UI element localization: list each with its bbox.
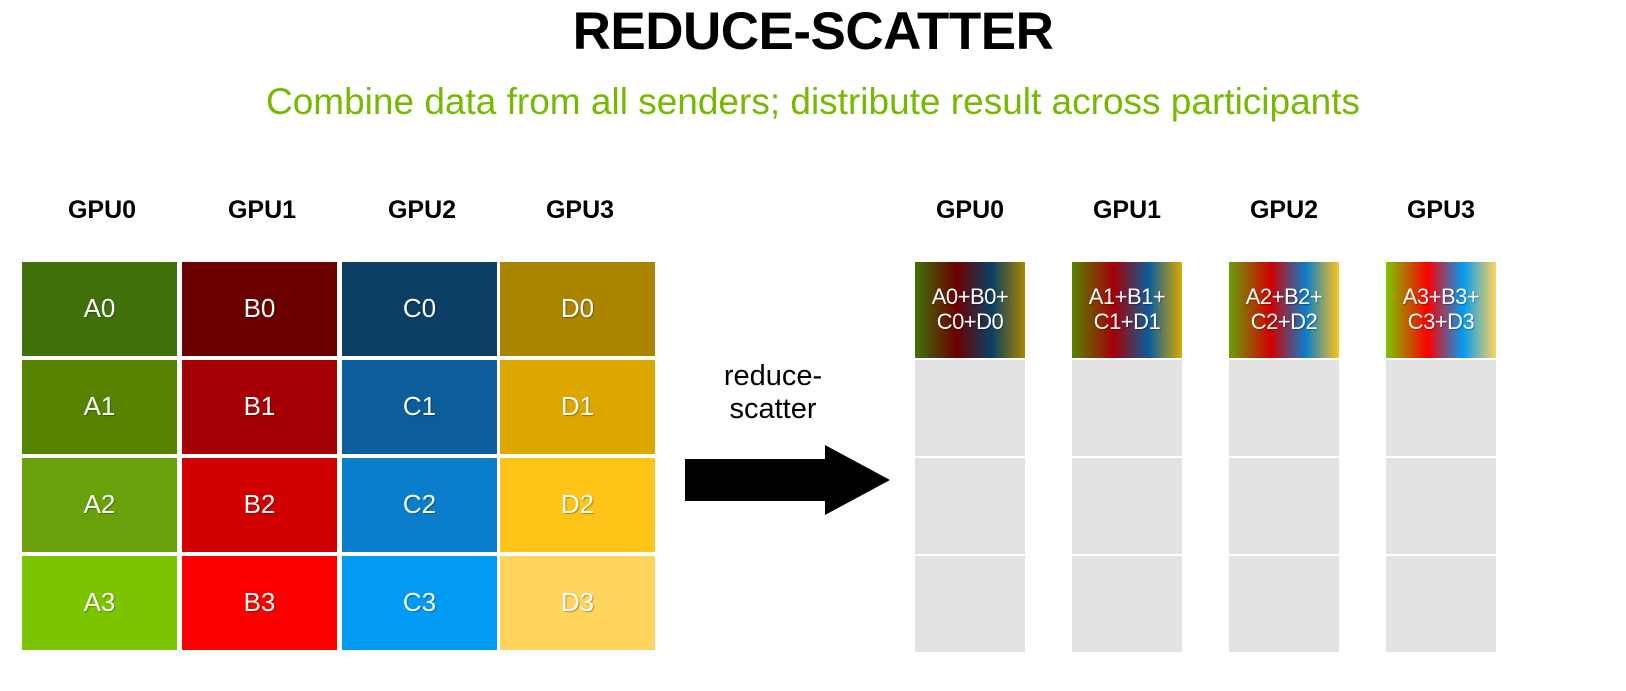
input-cell-d0[interactable]: D0 <box>500 262 655 356</box>
output-cell-gpu3-empty-3[interactable] <box>1386 556 1496 652</box>
output-cell-gpu0-result[interactable]: A0+B0+C0+D0 <box>915 262 1025 358</box>
input-column-header-gpu2: GPU2 <box>387 196 457 224</box>
output-cell-gpu2-empty-1[interactable] <box>1229 360 1339 456</box>
output-result-text-gpu1: A1+B1+C1+D1 <box>1088 284 1166 334</box>
input-cell-b2[interactable]: B2 <box>182 458 337 552</box>
input-column-header-gpu0: GPU0 <box>67 196 137 224</box>
input-cell-d2[interactable]: D2 <box>500 458 655 552</box>
input-cell-c1[interactable]: C1 <box>342 360 497 454</box>
operation-label: reduce- scatter <box>683 360 863 427</box>
input-cell-d1[interactable]: D1 <box>500 360 655 454</box>
input-cell-a3[interactable]: A3 <box>22 556 177 650</box>
output-cell-gpu2-empty-3[interactable] <box>1229 556 1339 652</box>
reduce-scatter-operation: reduce- scatter <box>683 360 895 515</box>
right-arrow-icon <box>685 445 890 515</box>
output-column-header-gpu1: GPU1 <box>1092 196 1162 224</box>
output-table: GPU0 GPU1 GPU2 GPU3 A0+B0+C0+D0 A1+B1+C1… <box>900 196 1626 676</box>
output-result-text-gpu0: A0+B0+C0+D0 <box>931 284 1009 334</box>
input-column-header-gpu1: GPU1 <box>227 196 297 224</box>
output-cell-gpu1-empty-3[interactable] <box>1072 556 1182 652</box>
output-column-header-gpu2: GPU2 <box>1249 196 1319 224</box>
input-cell-d3[interactable]: D3 <box>500 556 655 650</box>
output-cell-gpu2-result[interactable]: A2+B2+C2+D2 <box>1229 262 1339 358</box>
input-column-header-gpu3: GPU3 <box>545 196 615 224</box>
input-cell-c3[interactable]: C3 <box>342 556 497 650</box>
input-cell-a2[interactable]: A2 <box>22 458 177 552</box>
input-cell-c2[interactable]: C2 <box>342 458 497 552</box>
operation-label-line2: scatter <box>729 393 817 426</box>
output-result-text-gpu2: A2+B2+C2+D2 <box>1245 284 1323 334</box>
input-table: GPU0 GPU1 GPU2 GPU3 A0 A1 A2 A3 B0 B1 B2… <box>0 196 680 676</box>
output-cell-gpu0-empty-2[interactable] <box>915 458 1025 554</box>
output-cell-gpu1-empty-1[interactable] <box>1072 360 1182 456</box>
output-cell-gpu2-empty-2[interactable] <box>1229 458 1339 554</box>
input-cell-c0[interactable]: C0 <box>342 262 497 356</box>
output-cell-gpu0-empty-1[interactable] <box>915 360 1025 456</box>
input-cell-b1[interactable]: B1 <box>182 360 337 454</box>
operation-label-line1: reduce- <box>723 360 823 392</box>
output-cell-gpu3-empty-2[interactable] <box>1386 458 1496 554</box>
output-cell-gpu1-result[interactable]: A1+B1+C1+D1 <box>1072 262 1182 358</box>
page-title: REDUCE-SCATTER <box>572 2 1054 61</box>
output-cell-gpu3-empty-1[interactable] <box>1386 360 1496 456</box>
output-cell-gpu0-empty-3[interactable] <box>915 556 1025 652</box>
input-cell-b3[interactable]: B3 <box>182 556 337 650</box>
output-cell-gpu3-result[interactable]: A3+B3+C3+D3 <box>1386 262 1496 358</box>
page-subtitle: Combine data from all senders; distribut… <box>265 81 1361 122</box>
output-column-header-gpu3: GPU3 <box>1406 196 1476 224</box>
input-cell-a1[interactable]: A1 <box>22 360 177 454</box>
output-column-header-gpu0: GPU0 <box>935 196 1005 224</box>
input-cell-b0[interactable]: B0 <box>182 262 337 356</box>
output-result-text-gpu3: A3+B3+C3+D3 <box>1402 284 1480 334</box>
output-cell-gpu1-empty-2[interactable] <box>1072 458 1182 554</box>
input-cell-a0[interactable]: A0 <box>22 262 177 356</box>
